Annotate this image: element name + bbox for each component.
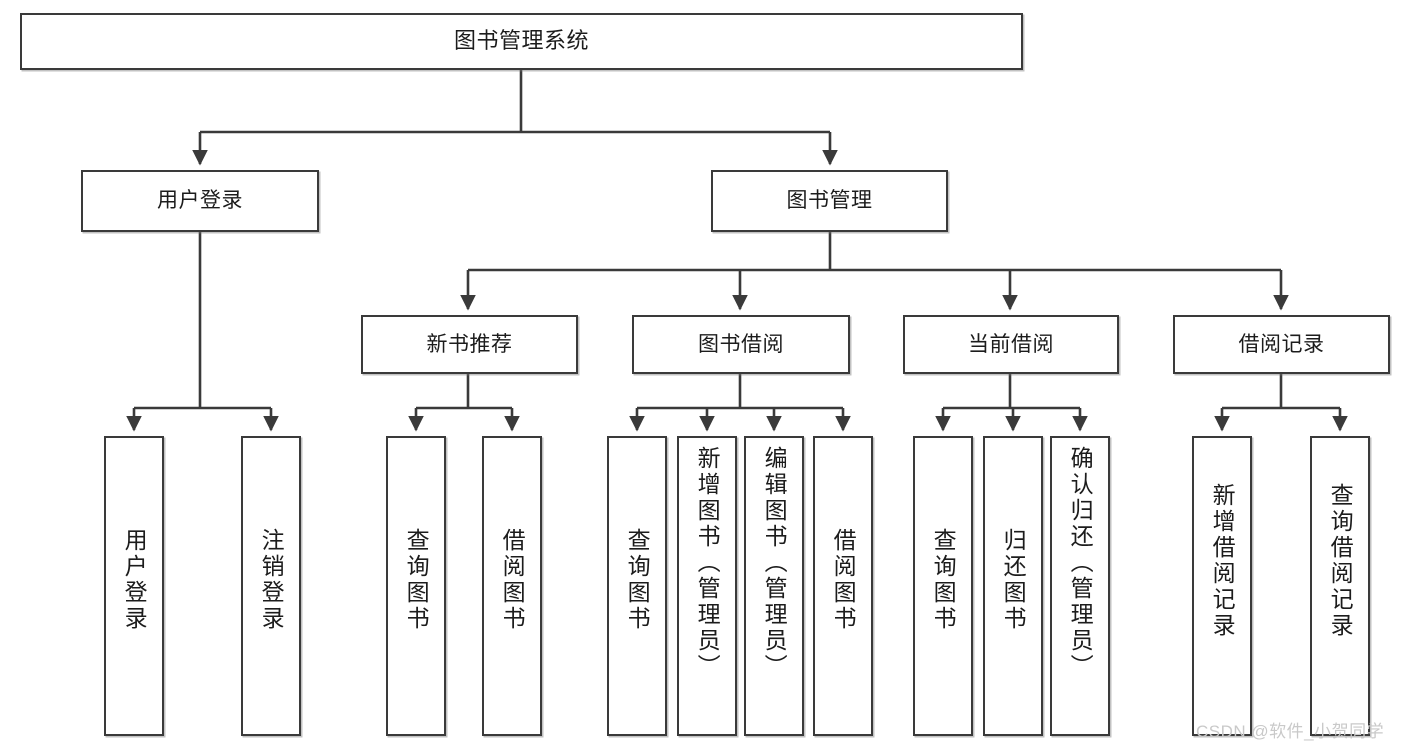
node-book-borrow[interactable]: 图书借阅 [632,315,850,374]
node-current-borrow[interactable]: 当前借阅 [903,315,1119,374]
node-label: 借阅图书 [499,528,526,632]
node-label: 用户登录 [157,189,243,213]
node-label: 编辑图书（管理员） [761,446,788,680]
node-label: 查询图书 [930,528,957,632]
node-label: 图书管理系统 [453,28,589,54]
node-label: 当前借阅 [968,332,1054,356]
node-new-book-recommend[interactable]: 新书推荐 [361,315,578,374]
node-leaf-add-record[interactable]: 新增借阅记录 [1192,436,1252,736]
node-leaf-edit-book[interactable]: 编辑图书（管理员） [744,436,804,736]
node-label: 新书推荐 [426,332,513,356]
csdn-watermark: CSDN @软件_小贺同学 [1196,717,1384,742]
node-label: 归还图书 [1000,528,1027,632]
node-leaf-return-book[interactable]: 归还图书 [983,436,1043,736]
node-leaf-query-record[interactable]: 查询借阅记录 [1310,436,1370,736]
node-label: 新增图书（管理员） [694,446,721,680]
node-label: 确认归还（管理员） [1067,446,1094,680]
node-leaf-logout[interactable]: 注销登录 [241,436,301,736]
node-label: 新增借阅记录 [1209,483,1236,639]
node-root[interactable]: 图书管理系统 [20,13,1023,70]
node-label: 图书借阅 [698,332,784,356]
node-label: 借阅记录 [1238,332,1325,356]
node-book-manage[interactable]: 图书管理 [711,170,948,232]
node-label: 用户登录 [121,528,148,632]
node-label: 查询图书 [403,528,430,632]
node-leaf-borrow-book-1[interactable]: 借阅图书 [482,436,542,736]
node-leaf-add-book[interactable]: 新增图书（管理员） [677,436,737,736]
node-leaf-query-book-3[interactable]: 查询图书 [913,436,973,736]
node-label: 查询图书 [624,528,651,632]
node-leaf-confirm-return[interactable]: 确认归还（管理员） [1050,436,1110,736]
watermark-text: CSDN @软件_小贺同学 [1196,722,1385,741]
node-leaf-query-book-1[interactable]: 查询图书 [386,436,446,736]
node-leaf-user-login[interactable]: 用户登录 [104,436,164,736]
node-label: 借阅图书 [830,528,857,632]
node-leaf-borrow-book-2[interactable]: 借阅图书 [813,436,873,736]
node-leaf-query-book-2[interactable]: 查询图书 [607,436,667,736]
node-label: 查询借阅记录 [1327,483,1354,639]
node-user-login[interactable]: 用户登录 [81,170,319,232]
node-borrow-record[interactable]: 借阅记录 [1173,315,1390,374]
node-label: 注销登录 [258,528,285,632]
node-label: 图书管理 [786,189,873,213]
